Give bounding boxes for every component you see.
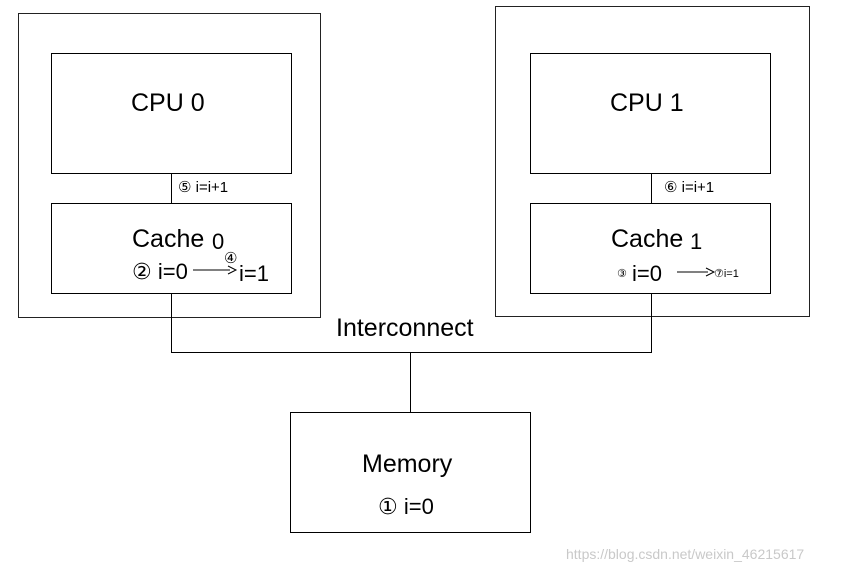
cache0-step2-label: ② i=0 <box>132 259 188 284</box>
cache1-step3-value: i=0 <box>632 261 662 286</box>
interconnect-bus <box>171 352 652 353</box>
cpu1-box <box>530 53 771 174</box>
cache1-interconnect-link <box>651 294 652 352</box>
cache0-title: Cache <box>132 225 205 253</box>
cache1-index: 1 <box>690 229 703 254</box>
cpu0-box <box>51 53 292 174</box>
cache1-title: Cache <box>611 225 684 253</box>
cpu0-step5-label: ⑤ i=i+1 <box>178 179 229 196</box>
cache1-box <box>530 203 771 294</box>
interconnect-label: Interconnect <box>336 314 474 342</box>
cache1-result: ⑦i=1 <box>714 268 739 280</box>
memory-box <box>290 412 531 533</box>
cpu1-cache1-link <box>651 174 652 203</box>
cpu0-cache0-link <box>171 174 172 203</box>
cpu0-title: CPU 0 <box>131 89 205 117</box>
bus-memory-link <box>410 352 411 412</box>
cache1-step3-marker: ③ <box>617 268 627 280</box>
cache0-interconnect-link <box>171 294 172 352</box>
memory-step1-label: ① i=0 <box>378 494 434 519</box>
memory-title: Memory <box>362 450 453 478</box>
cache0-box <box>51 203 292 294</box>
cache0-step4-marker: ④ <box>224 250 238 267</box>
cache0-index: 0 <box>212 229 225 254</box>
cache0-update-arrow <box>193 265 238 275</box>
cpu1-title: CPU 1 <box>610 89 684 117</box>
cache0-result: i=1 <box>239 261 269 286</box>
cache1-update-arrow <box>677 267 716 277</box>
watermark: https://blog.csdn.net/weixin_46215617 <box>566 546 805 562</box>
cpu1-step6-label: ⑥ i=i+1 <box>664 179 715 196</box>
